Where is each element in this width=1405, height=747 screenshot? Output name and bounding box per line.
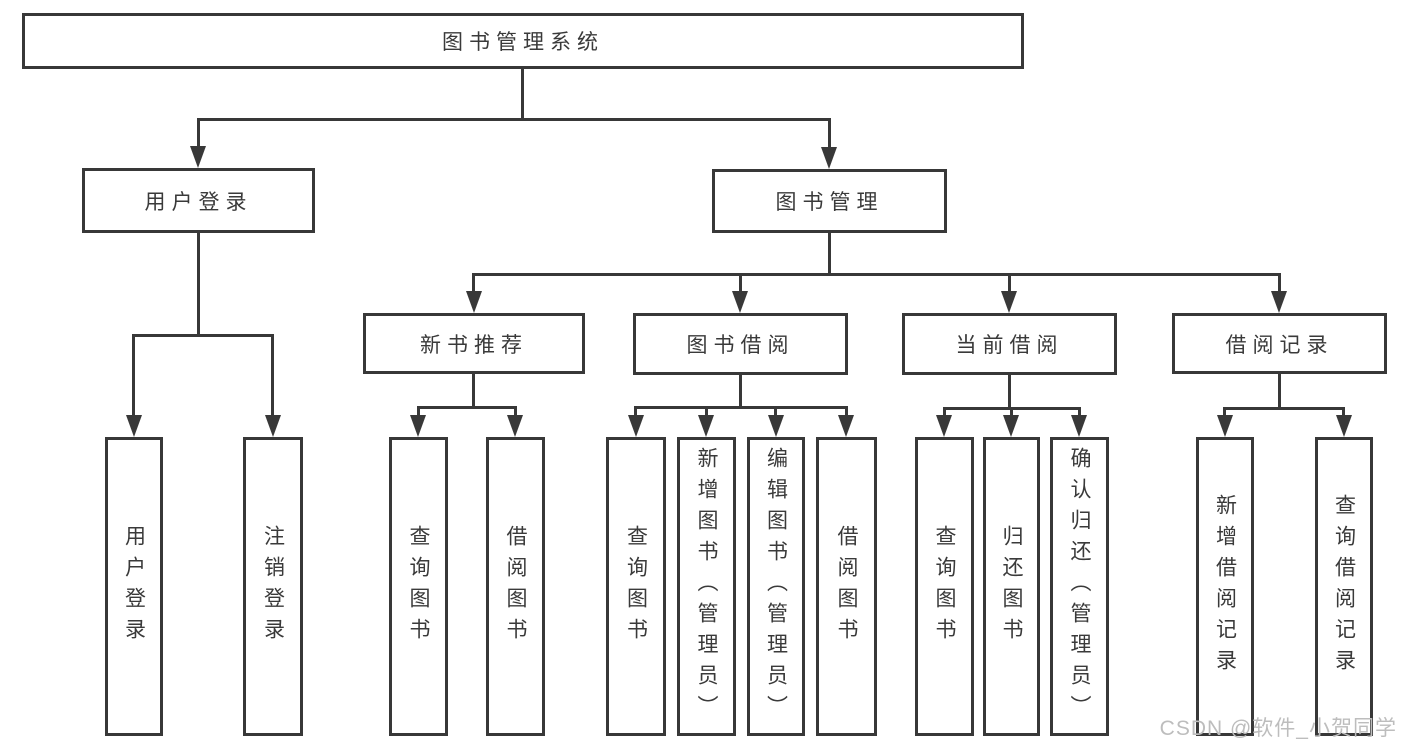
node-book-borrow: 图书借阅	[633, 313, 848, 375]
leaf-query-book-1: 查询图书	[389, 437, 448, 736]
leaf-label: 借阅图书	[835, 524, 858, 649]
leaf-return-book: 归还图书	[983, 437, 1040, 736]
arrow-down-icon	[1071, 415, 1087, 437]
arrow-down-icon	[507, 415, 523, 437]
connector-drop	[1078, 407, 1081, 415]
connector-drop	[1223, 407, 1226, 415]
leaf-label: 注销登录	[261, 524, 285, 649]
connector-drop	[271, 334, 274, 415]
node-user-login: 用户登录	[82, 168, 315, 233]
leaf-query-borrow-record: 查询借阅记录	[1315, 437, 1373, 736]
connector-bookmgmt-stub	[828, 233, 831, 273]
arrow-down-icon	[190, 146, 206, 168]
arrow-down-icon	[1336, 415, 1352, 437]
connector-stub	[1278, 374, 1281, 407]
connector-userlogin-hline	[132, 334, 273, 337]
connector-drop	[417, 406, 420, 415]
connector-drop	[1342, 407, 1345, 415]
leaf-query-book-2: 查询图书	[606, 437, 666, 736]
node-current-borrow: 当前借阅	[902, 313, 1117, 375]
node-new-book-recommend: 新书推荐	[363, 313, 585, 374]
arrow-down-icon	[1217, 415, 1233, 437]
connector-drop	[705, 406, 708, 415]
connector-drop	[943, 407, 946, 415]
leaf-borrow-book-2: 借阅图书	[816, 437, 877, 736]
connector-drop	[1008, 273, 1011, 291]
connector-drop	[472, 273, 475, 291]
arrow-down-icon	[1003, 415, 1019, 437]
leaf-label: 查询借阅记录	[1332, 493, 1356, 680]
connector-stub	[1008, 375, 1011, 407]
connector-drop	[132, 334, 135, 415]
leaf-label: 归还图书	[1000, 524, 1023, 649]
leaf-borrow-book-1: 借阅图书	[486, 437, 545, 736]
leaf-user-login: 用户登录	[105, 437, 163, 736]
leaf-label: 查询图书	[624, 524, 648, 649]
arrow-down-icon	[698, 415, 714, 437]
connector-drop-book-mgmt	[828, 118, 831, 147]
connector-drop	[514, 406, 517, 415]
arrow-down-icon	[1001, 291, 1017, 313]
leaf-label: 用户登录	[122, 524, 146, 649]
connector-root-stub	[521, 69, 524, 118]
leaf-edit-book-admin: 编辑图书（管理员）	[747, 437, 805, 736]
arrow-down-icon	[265, 415, 281, 437]
connector-hline	[417, 406, 517, 409]
connector-drop	[634, 406, 637, 415]
arrow-down-icon	[768, 415, 784, 437]
leaf-add-book-admin: 新增图书（管理员）	[677, 437, 736, 736]
node-book-management: 图书管理	[712, 169, 947, 233]
leaf-label: 确认归还（管理员）	[1068, 447, 1091, 726]
arrow-down-icon	[466, 291, 482, 313]
leaf-confirm-return-admin: 确认归还（管理员）	[1050, 437, 1109, 736]
leaf-label: 查询图书	[407, 524, 430, 649]
arrow-down-icon	[838, 415, 854, 437]
arrow-down-icon	[732, 291, 748, 313]
connector-drop	[1278, 273, 1281, 291]
connector-drop	[845, 406, 848, 415]
node-root: 图书管理系统	[22, 13, 1024, 69]
leaf-add-borrow-record: 新增借阅记录	[1196, 437, 1254, 736]
leaf-label: 查询图书	[933, 524, 956, 649]
leaf-label: 新增借阅记录	[1213, 493, 1237, 680]
arrow-down-icon	[628, 415, 644, 437]
connector-stub	[739, 375, 742, 406]
connector-drop-user-login	[197, 118, 200, 146]
arrow-down-icon	[936, 415, 952, 437]
leaf-query-book-3: 查询图书	[915, 437, 974, 736]
connector-l2-hline	[197, 118, 831, 121]
arrow-down-icon	[821, 147, 837, 169]
connector-l3-hline	[472, 273, 1280, 276]
watermark: CSDN @软件_小贺同学	[1159, 717, 1397, 740]
connector-drop	[739, 273, 742, 291]
arrow-down-icon	[126, 415, 142, 437]
connector-hline	[634, 406, 846, 409]
leaf-label: 借阅图书	[504, 524, 527, 649]
connector-hline	[1223, 407, 1344, 410]
arrow-down-icon	[410, 415, 426, 437]
node-borrow-record: 借阅记录	[1172, 313, 1387, 374]
arrow-down-icon	[1271, 291, 1287, 313]
leaf-label: 新增图书（管理员）	[695, 447, 718, 726]
connector-userlogin-stub	[197, 233, 200, 334]
connector-stub	[472, 374, 475, 406]
leaf-label: 编辑图书（管理员）	[764, 447, 788, 726]
leaf-logout: 注销登录	[243, 437, 303, 736]
connector-drop	[1010, 407, 1013, 415]
connector-drop	[774, 406, 777, 415]
